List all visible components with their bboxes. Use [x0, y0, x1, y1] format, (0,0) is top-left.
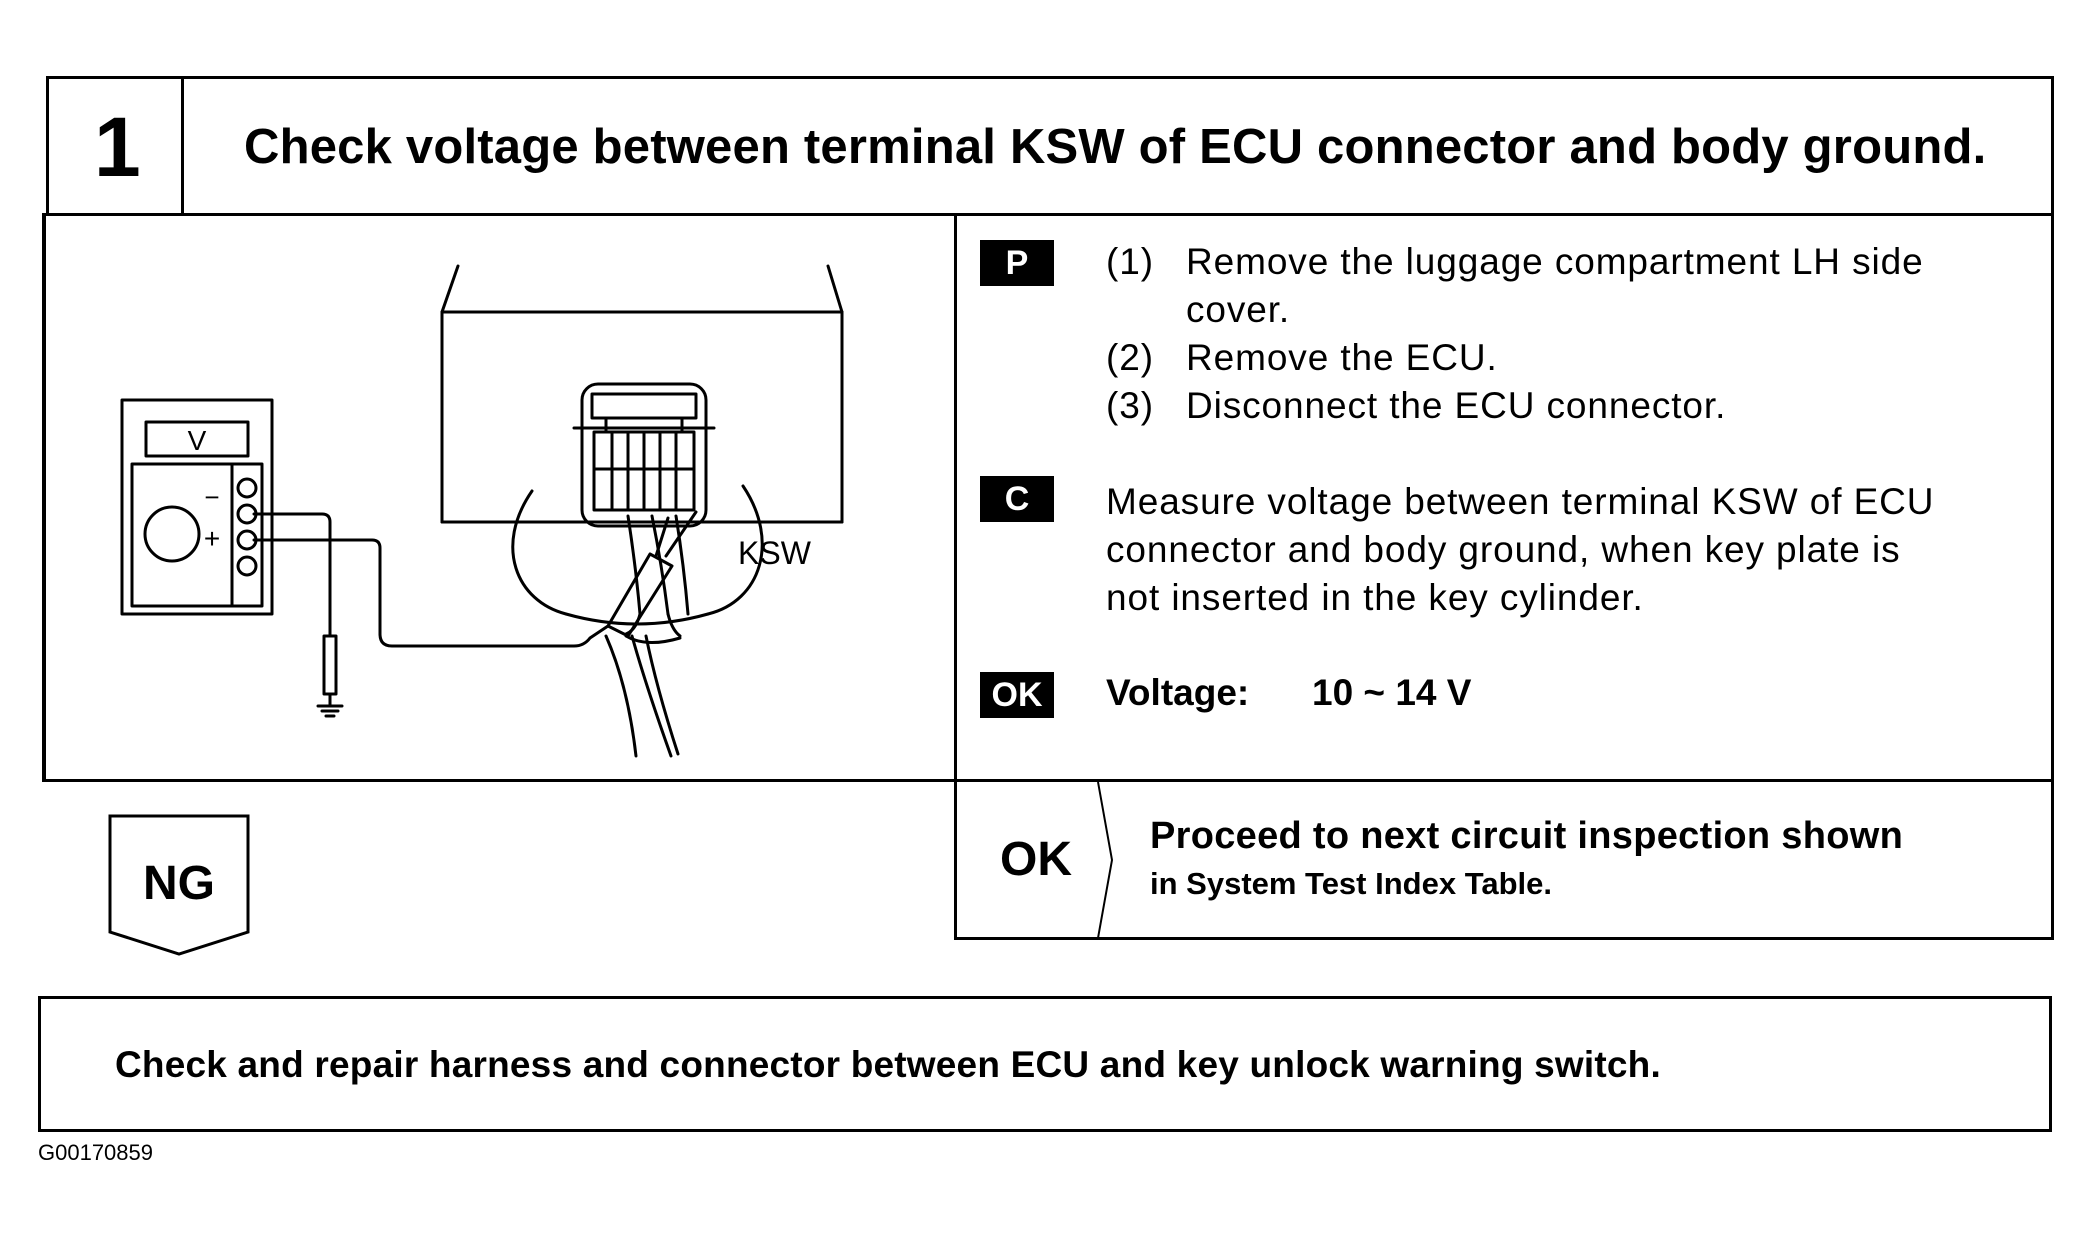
spec-voltage-label: Voltage: [1106, 672, 1250, 713]
ok-result-line2: in System Test Index Table. [1150, 866, 1552, 901]
step-number-divider [181, 76, 184, 216]
step-title: Check voltage between terminal KSW of EC… [244, 120, 1987, 174]
panel-right-border [2051, 213, 2054, 940]
panel-bottom-border [42, 779, 2054, 782]
spec-ok-badge: OK [980, 672, 1054, 718]
step-header [46, 76, 2054, 216]
ecu-icon [440, 264, 844, 524]
preparation-badge: P [980, 240, 1054, 286]
check-line: connector and body ground, when key plat… [1106, 529, 1901, 570]
prep-step-text: Remove the luggage compartment LH side [1186, 241, 1924, 282]
preparation-steps: (1) Remove the luggage compartment LH si… [1106, 238, 1924, 430]
meter-plus-sign: + [204, 523, 220, 554]
terminal-label-ksw: KSW [738, 535, 812, 571]
prep-step-3: (3) Disconnect the ECU connector. [1106, 382, 1924, 430]
prep-step-1: (1) Remove the luggage compartment LH si… [1106, 238, 1924, 286]
prep-step-1-continued: cover. [1106, 286, 1924, 334]
check-instructions: Measure voltage between terminal KSW of … [1106, 478, 1934, 622]
prep-step-text: cover. [1186, 289, 1291, 330]
ng-result-label: NG [143, 857, 215, 910]
prep-step-number: (2) [1106, 337, 1154, 378]
prep-step-2: (2) Remove the ECU. [1106, 334, 1924, 382]
meter-minus-sign: − [204, 482, 219, 512]
prep-step-text: Disconnect the ECU connector. [1186, 385, 1727, 426]
prep-step-number: (1) [1106, 241, 1154, 282]
ok-result-line1: Proceed to next circuit inspection shown [1150, 815, 1904, 857]
ng-action-text: Check and repair harness and connector b… [115, 1044, 1661, 1085]
ok-arrow-divider [1097, 782, 1114, 938]
spec-voltage-value: 10 ~ 14 V [1312, 672, 1472, 713]
check-line: not inserted in the key cylinder. [1106, 577, 1644, 618]
meter-label: V [188, 425, 207, 456]
step-number: 1 [94, 100, 141, 194]
ecu-connector-icon [511, 382, 764, 758]
ng-action-box [38, 996, 2052, 1132]
prep-step-number: (3) [1106, 385, 1154, 426]
figure-code: G00170859 [38, 1140, 153, 1165]
check-badge: C [980, 476, 1054, 522]
panel-divider [954, 213, 957, 940]
ok-result-label: OK [1000, 833, 1072, 886]
test-probe-icon [606, 510, 698, 638]
ok-result-bottom-border [954, 937, 2054, 940]
check-line: Measure voltage between terminal KSW of … [1106, 481, 1935, 522]
wiring-illustration: V − + KSW [120, 264, 844, 758]
illustration-panel-border [42, 213, 46, 782]
prep-step-text: Remove the ECU. [1186, 337, 1498, 378]
ng-result-arrow [108, 814, 250, 956]
ground-symbol-icon [316, 634, 344, 718]
